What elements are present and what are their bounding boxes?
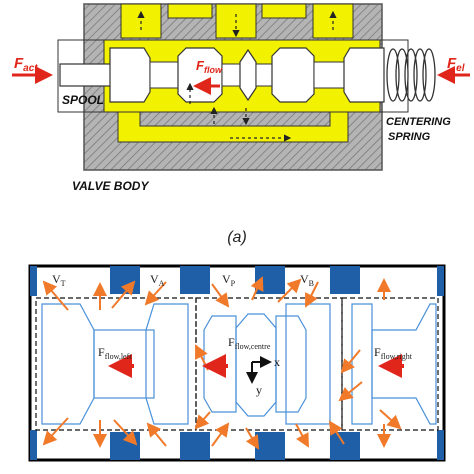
spool-label: SPOOL: [62, 93, 104, 107]
v-p-subscript: P: [231, 279, 236, 288]
svg-text:VP: VP: [222, 272, 236, 288]
f-flow-subscript: flow: [204, 65, 223, 75]
port-blue-bot-3: [180, 432, 210, 460]
svg-text:Fact: Fact: [14, 55, 38, 74]
port-blue-top-5: [330, 266, 360, 294]
valve-diagram-top: Fact Fflow Fel SPOOL CENTERING SPRING VA…: [12, 3, 470, 193]
spool-neck-4: [313, 61, 345, 89]
port-blue-bot-5: [330, 432, 360, 460]
f-flow-centre-label: F: [228, 335, 235, 349]
caption-a: (a): [227, 229, 247, 246]
spool-land-2: [177, 47, 223, 103]
spool-land-1: [109, 47, 151, 103]
svg-text:VB: VB: [300, 272, 314, 288]
port-blue-top-6: [437, 266, 444, 296]
f-act-subscript: act: [23, 63, 38, 74]
f-act-label: F: [14, 55, 24, 72]
v-a-label: V: [150, 272, 159, 286]
port-top-band: [167, 3, 213, 19]
port-blue-bot-6: [437, 430, 444, 460]
centering-label-2: SPRING: [388, 131, 431, 143]
valve-diagram-bottom: VT VA VP VB Fflow,left Fflow,centre Fflo…: [28, 264, 446, 462]
svg-text:Fflow,centre: Fflow,centre: [228, 335, 271, 351]
port-blue-top-2: [110, 266, 140, 294]
f-flow-label: F: [196, 58, 205, 73]
port-top-band-2: [261, 3, 307, 19]
centering-label-1: CENTERING: [386, 116, 451, 128]
f-el-label: F: [447, 55, 457, 72]
port-blue-bot-2: [110, 432, 140, 460]
spool-land-3: [239, 48, 257, 102]
svg-text:Fflow: Fflow: [196, 58, 223, 75]
f-flow-right-subscript: flow,right: [381, 352, 413, 361]
valve-housing: [28, 264, 446, 462]
port-blue-top-1: [30, 266, 37, 296]
valve-body-label: VALVE BODY: [72, 179, 149, 193]
spool-land-5: [343, 47, 385, 103]
spool-land-4: [271, 47, 315, 103]
svg-text:Fflow,right: Fflow,right: [374, 345, 413, 361]
axis-x-label: x: [274, 355, 280, 369]
v-b-label: V: [300, 272, 309, 286]
flow-arrows-top: [137, 10, 337, 142]
v-t-subscript: T: [61, 279, 66, 288]
svg-text:Fel: Fel: [447, 55, 465, 74]
velocity-arrows: [42, 276, 402, 450]
v-a-subscript: A: [159, 279, 165, 288]
svg-text:Fflow,left: Fflow,left: [98, 345, 132, 361]
f-flow-left-label: F: [98, 345, 105, 359]
svg-text:VA: VA: [150, 272, 165, 288]
v-t-label: V: [52, 272, 61, 286]
svg-text:VT: VT: [52, 272, 66, 288]
v-p-label: V: [222, 272, 231, 286]
v-b-subscript: B: [309, 279, 314, 288]
axis-y-label: y: [256, 383, 262, 397]
centering-spring: [386, 48, 436, 102]
f-flow-left-subscript: flow,left: [105, 352, 133, 361]
port-blue-top-3: [180, 266, 210, 294]
spool-neck-2: [221, 63, 241, 87]
f-flow-centre-subscript: flow,centre: [235, 342, 271, 351]
port-blue-top-4: [255, 266, 285, 294]
spool-neck-1: [149, 61, 179, 89]
f-el-subscript: el: [456, 63, 465, 74]
spool-neck-3: [255, 63, 273, 87]
port-blue-bot-4: [255, 432, 285, 460]
f-flow-right-label: F: [374, 345, 381, 359]
port-blue-bot-1: [30, 430, 37, 460]
